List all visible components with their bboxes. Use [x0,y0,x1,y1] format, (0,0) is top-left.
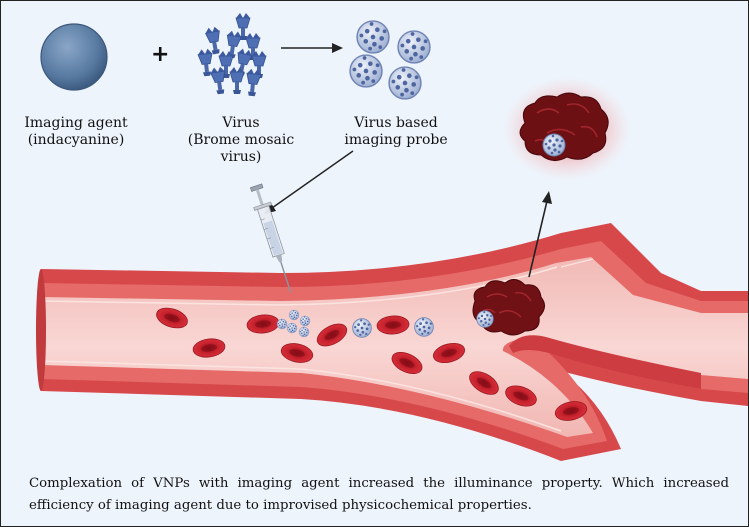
virus-label-line2: (Brome mosaic [187,132,295,148]
virus-protein-icon [197,12,267,98]
syringe-icon [249,183,292,293]
virus-label-line1: Virus [222,115,260,131]
probe-label: Virus based imaging probe [326,115,466,149]
virus-label: Virus (Brome mosaic virus) [166,115,316,166]
imaging-agent-label: Imaging agent (indacyanine) [1,115,151,149]
probe-label-line2: imaging probe [344,132,448,148]
plus-sign: + [151,42,170,67]
caption: Complexation of VNPs with imaging agent … [29,476,729,513]
probe-label-line1: Virus based [354,115,438,131]
tumor-icon [472,279,545,336]
virus-label-line3: virus) [220,149,262,165]
imaging-agent-label-line1: Imaging agent [24,115,128,131]
blood-vessel-icon [36,223,748,461]
arrow-to-probe-icon [281,43,343,53]
imaging-agent-sphere-icon [40,23,108,91]
tumor-icon [503,77,631,181]
imaging-agent-label-line2: (indacyanine) [27,132,125,148]
arrow-to-tumor-icon [528,191,552,278]
virus-particle-icon [349,20,431,100]
